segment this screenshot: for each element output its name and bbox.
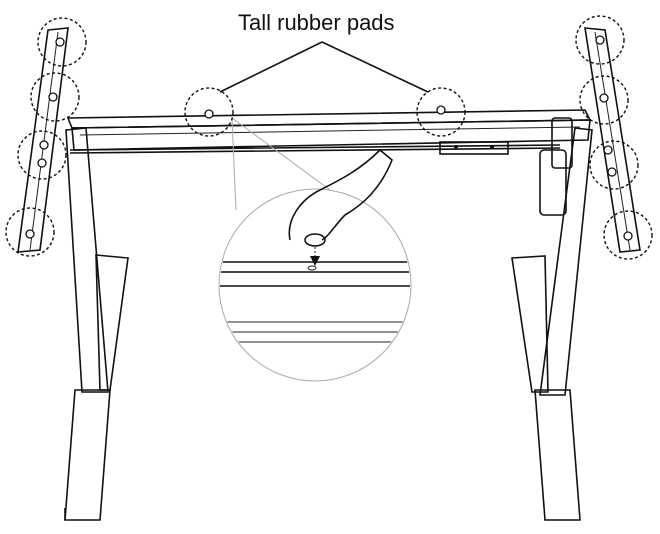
pad-marker [184,87,234,137]
leader-lines [219,41,429,93]
magnifier-detail [218,117,412,382]
arrow-down-icon [310,256,320,266]
pad-marker [575,15,625,65]
pad-marker [416,87,466,137]
right-leg [511,117,593,521]
pad-marker [589,140,639,190]
rubber-pad-markers [5,15,653,260]
callout-label: Tall rubber pads [238,10,395,35]
pad-marker [17,130,67,180]
crossbeam [66,109,592,155]
pad-marker [37,17,87,67]
pad-marker [603,210,653,260]
pad-marker [5,207,55,257]
pad-marker [579,75,629,125]
right-top-arm [584,27,641,253]
left-leg [64,127,129,521]
pad-marker [30,72,80,122]
